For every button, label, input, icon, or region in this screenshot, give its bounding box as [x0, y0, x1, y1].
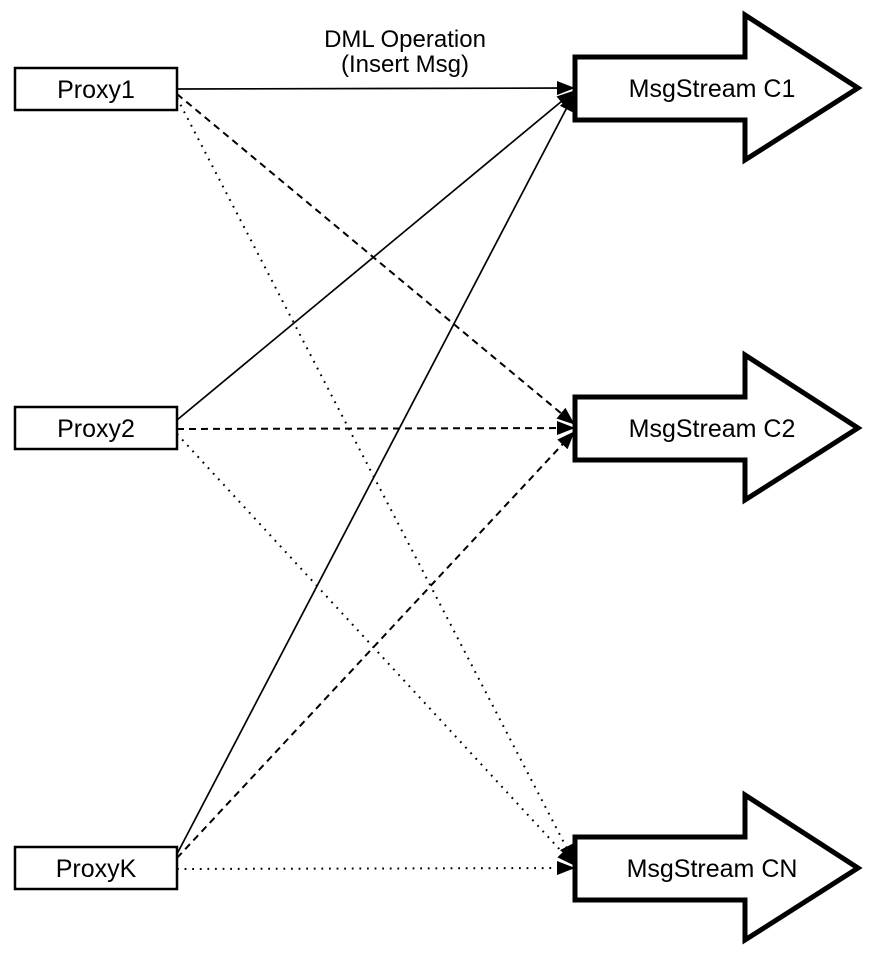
msgstream-c2-arrow-shape [572, 350, 863, 505]
edge-proxyk-to-msgstream-c2 [176, 431, 575, 859]
dml-operation-annotation: DML Operation (Insert Msg) [324, 26, 486, 78]
proxy2-node: Proxy2 [13, 405, 179, 451]
annotation-line1: DML Operation [324, 26, 486, 53]
msgstream-cn-arrow-shape [572, 790, 863, 945]
edge-proxyk-to-msgstream-cn [176, 861, 575, 876]
edge-proxy1-to-msgstream-c1 [176, 81, 575, 96]
msgstream-c1-label: MsgStream C1 [629, 75, 796, 103]
proxy1-box [13, 66, 179, 112]
annotation-line2: (Insert Msg) [341, 51, 469, 78]
edge-proxyk-to-msgstream-c1 [176, 93, 575, 855]
proxyk-label: ProxyK [56, 855, 137, 883]
proxyk-node: ProxyK [13, 845, 179, 891]
edge-proxy2-to-msgstream-c1 [176, 90, 575, 421]
msgstream-cn-label: MsgStream CN [627, 855, 798, 883]
msgstream-cn-node: MsgStream CN [572, 790, 863, 945]
msgstream-c1-arrow-shape [572, 10, 863, 165]
edge-proxy1-to-msgstream-cn [176, 97, 575, 863]
edge-proxy1-to-msgstream-c2 [176, 93, 575, 425]
msgstream-c2-label: MsgStream C2 [629, 415, 796, 443]
proxy1-node: Proxy1 [13, 66, 179, 112]
edge-proxy2-to-msgstream-c2 [176, 421, 575, 436]
edges-layer [176, 81, 575, 876]
proxy1-label: Proxy1 [57, 76, 135, 104]
msgstream-c1-node: MsgStream C1 [572, 10, 863, 165]
msgstream-c2-node: MsgStream C2 [572, 350, 863, 505]
edge-proxy2-to-msgstream-cn [176, 433, 575, 866]
proxy2-label: Proxy2 [57, 415, 135, 443]
